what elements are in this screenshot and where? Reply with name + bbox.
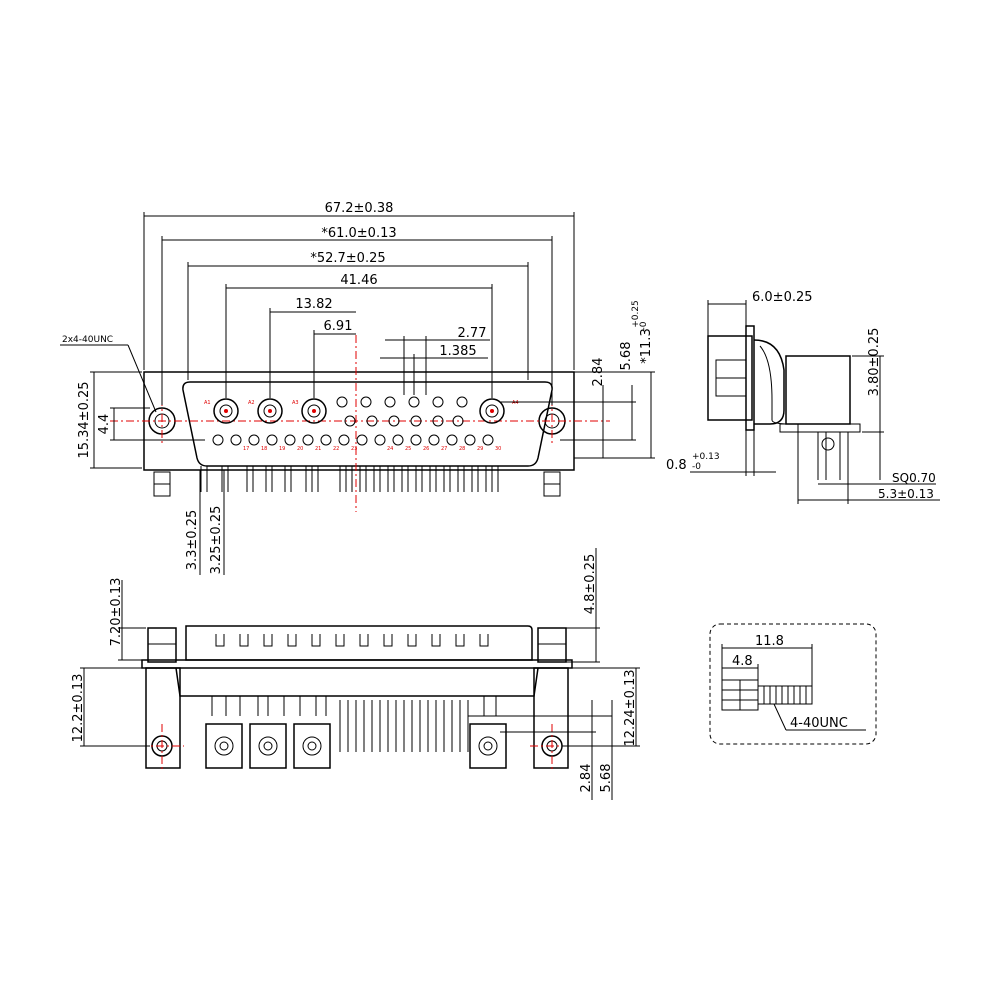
pin-label: 25	[405, 446, 411, 452]
dim-side-3-80: 3.80±0.25	[867, 328, 882, 397]
dim-11-3: *11.3	[639, 328, 654, 363]
signal-pins-row-mid	[344, 415, 464, 427]
dim-coax-span: 41.46	[340, 273, 377, 288]
dim-shell-width: *52.7±0.25	[310, 251, 385, 266]
signal-pins-row-bottom	[212, 434, 494, 446]
front-view: A1 A2 A3 A4 17 18 19 20 21 22 23 24 25 2…	[60, 201, 655, 575]
front-dims-right: 2.84 5.68 *11.3 +0.25 -0	[500, 300, 655, 459]
thread-label: 4-40UNC	[790, 716, 848, 731]
dim-bottom-7-20: 7.20±0.13	[109, 578, 124, 647]
dim-3-25: 3.25±0.25	[209, 506, 224, 575]
dim-1-385: 1.385	[439, 344, 476, 359]
dim-13-82: 13.82	[295, 297, 332, 312]
dim-bottom-5-68: 5.68	[599, 764, 614, 793]
coax-contact-a1	[213, 398, 239, 424]
dim-11-3-tol-plus: +0.25	[631, 300, 641, 328]
dim-side-sq: SQ0.70	[892, 471, 936, 485]
pin-label: 20	[297, 446, 303, 452]
coax-contact-a4	[479, 398, 505, 424]
dim-11-3-tol-minus: -0	[639, 321, 649, 330]
front-dims-bottom: 3.3±0.25 3.25±0.25	[185, 470, 225, 575]
front-dims-left: 15.34±0.25 4.4 2x4-40UNC	[60, 335, 205, 469]
thread-callout: 2x4-40UNC	[62, 335, 113, 345]
pin-label: 18	[261, 446, 267, 452]
pin-label: 27	[441, 446, 447, 452]
front-dims-top: 67.2±0.38 *61.0±0.13 *52.7±0.25 41.46 13…	[143, 201, 575, 405]
pin-label: 29	[477, 446, 483, 452]
pin-label: 23	[351, 446, 357, 452]
pin-label: 28	[459, 446, 465, 452]
dim-3-3: 3.3±0.25	[185, 510, 200, 571]
dim-bottom-2-84: 2.84	[579, 764, 594, 793]
dim-overall-width: 67.2±0.38	[325, 201, 394, 216]
dim-bottom-4-8: 4.8±0.25	[583, 554, 598, 615]
pin-label: 17	[243, 446, 249, 452]
coax-tails-bottom	[205, 723, 507, 769]
dim-side-0-8-tol-plus: +0.13	[692, 452, 720, 462]
dim-4-4: 4.4	[97, 414, 112, 435]
dim-side-0-8: 0.8	[666, 458, 687, 473]
pin-label: 21	[315, 446, 321, 452]
pin-label: A4	[512, 400, 519, 406]
dim-5-68: 5.68	[619, 342, 634, 371]
dim-hole-pitch: *61.0±0.13	[321, 226, 396, 241]
pin-label: A1	[204, 400, 211, 406]
pin-label: A2	[248, 400, 255, 406]
coax-contact-a3	[301, 398, 327, 424]
dim-2-84: 2.84	[591, 358, 606, 387]
bottom-view: 7.20±0.13 12.2±0.13 4.8±0.25 12.24±0.13 …	[71, 548, 640, 800]
pin-label: 22	[333, 446, 339, 452]
dim-2-77: 2.77	[458, 326, 487, 341]
dim-bottom-12-24: 12.24±0.13	[623, 669, 638, 746]
pin-label: 24	[387, 446, 393, 452]
dim-side-0-8-tol-minus: -0	[692, 462, 701, 472]
dim-detail-11-8: 11.8	[755, 634, 784, 649]
dim-15-34: 15.34±0.25	[77, 381, 92, 458]
pin-label: 30	[495, 446, 501, 452]
bottom-pin-tails	[211, 696, 497, 752]
dim-side-5-3: 5.3±0.13	[878, 487, 934, 501]
contact-slots	[215, 634, 489, 647]
pin-label: A3	[292, 400, 299, 406]
dim-bottom-12-2: 12.2±0.13	[71, 674, 86, 743]
jackscrew-detail: 11.8 4.8 4-40UNC	[709, 623, 877, 745]
coax-contact-a2	[257, 398, 283, 424]
pin-label: 26	[423, 446, 429, 452]
dim-side-6-0: 6.0±0.25	[752, 290, 813, 305]
dim-detail-4-8: 4.8	[732, 654, 753, 669]
signal-pins-row-top	[336, 396, 468, 408]
pin-label: 19	[279, 446, 285, 452]
dim-6-91: 6.91	[324, 319, 353, 334]
side-view: 6.0±0.25 3.80±0.25 0.8 +0.13 -0 SQ0.70 5…	[666, 290, 940, 504]
pcb-tails-front	[200, 466, 499, 492]
